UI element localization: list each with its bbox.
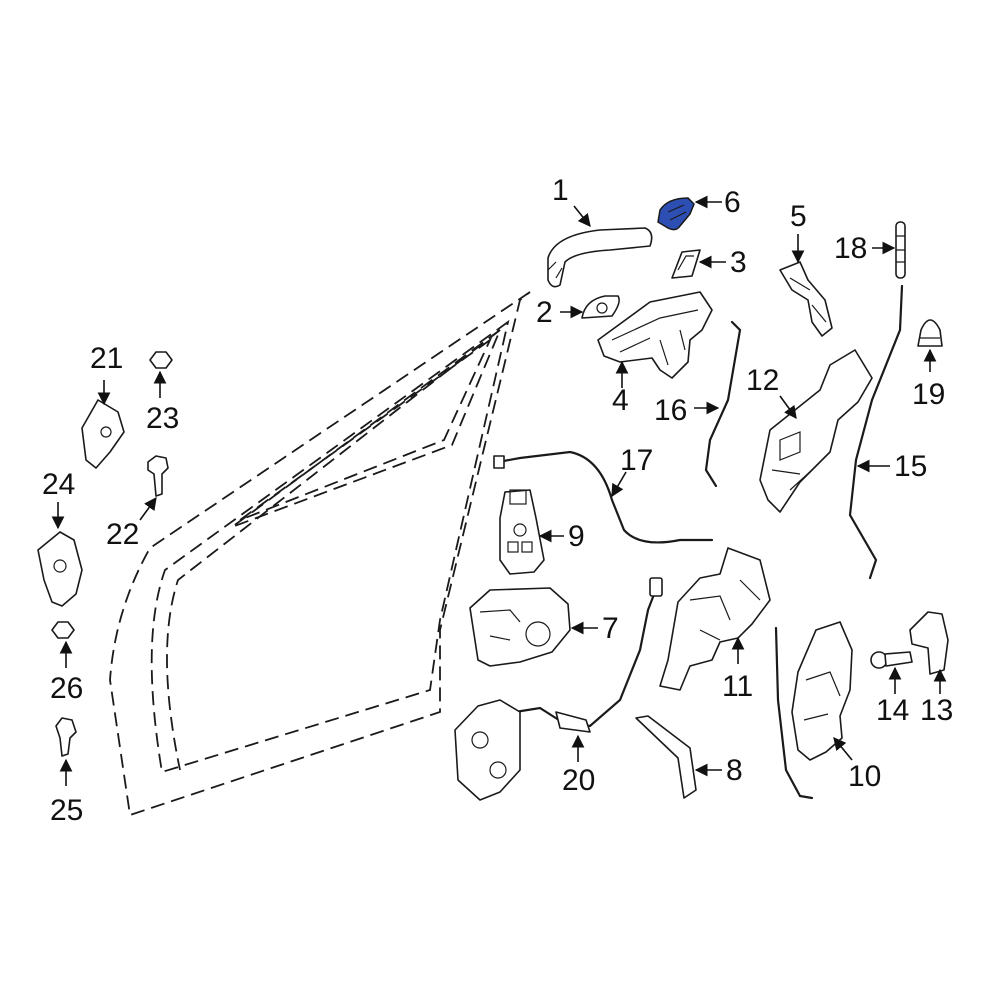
callout-8: 8 [726, 754, 743, 787]
callout-17: 17 [620, 444, 653, 477]
part-15-actuator-rod[interactable] [848, 284, 904, 580]
callout-18: 18 [834, 232, 867, 265]
part-21-upper-hinge[interactable] [81, 399, 125, 469]
part-24-lower-hinge[interactable] [37, 531, 83, 607]
part-22-bolt[interactable] [147, 455, 169, 497]
callout-20: 20 [562, 764, 595, 797]
part-19-clip[interactable] [917, 319, 943, 347]
part-7-actuator[interactable] [469, 587, 571, 667]
callout-13: 13 [920, 694, 953, 727]
callout-10: 10 [848, 760, 881, 793]
callout-3: 3 [730, 246, 747, 279]
part-17-release-cable[interactable] [493, 450, 714, 544]
callout-12: 12 [746, 364, 779, 397]
callout-22: 22 [106, 518, 139, 551]
part-6-handle-cap[interactable] [657, 197, 695, 231]
part-1-outer-handle[interactable] [547, 227, 653, 288]
part-20-lock-motor[interactable] [454, 577, 663, 801]
part-26-nut[interactable] [51, 621, 75, 639]
callout-14: 14 [876, 694, 909, 727]
callout-labels: 1 6 3 2 4 5 18 19 16 12 15 17 9 7 11 8 1… [42, 174, 953, 827]
callout-25: 25 [50, 794, 83, 827]
part-12-housing-cover[interactable] [759, 349, 873, 513]
callout-23: 23 [146, 402, 179, 435]
part-16-control-rod[interactable] [704, 320, 742, 488]
callout-24: 24 [42, 468, 75, 501]
part-3-bezel[interactable] [671, 249, 701, 279]
callout-16: 16 [654, 394, 687, 427]
part-23-nut[interactable] [149, 351, 173, 369]
part-18-lock-pin[interactable] [895, 221, 906, 279]
callout-11: 11 [722, 670, 753, 703]
part-2-cylinder-cover[interactable] [581, 295, 620, 319]
callout-15: 15 [894, 450, 927, 483]
part-14-screw[interactable] [870, 651, 913, 669]
part-10-door-latch[interactable] [774, 621, 853, 800]
door-outline [109, 291, 531, 817]
callout-2: 2 [536, 296, 553, 329]
callout-4: 4 [612, 384, 629, 417]
callout-21: 21 [90, 342, 123, 375]
part-11-latch[interactable] [659, 547, 771, 691]
part-13-striker[interactable] [909, 611, 949, 675]
callout-9: 9 [568, 520, 585, 553]
callout-26: 26 [50, 672, 83, 705]
part-9-key-fob[interactable] [499, 489, 545, 575]
callout-1: 1 [552, 174, 569, 207]
leader-lines [51, 195, 947, 786]
part-5-bracket[interactable] [779, 261, 833, 337]
part-25-bolt[interactable] [55, 717, 77, 757]
callout-7: 7 [602, 612, 619, 645]
callout-19: 19 [912, 378, 945, 411]
callout-5: 5 [790, 200, 807, 233]
part-8-trim-strip[interactable] [635, 715, 697, 799]
callout-6: 6 [724, 186, 741, 219]
